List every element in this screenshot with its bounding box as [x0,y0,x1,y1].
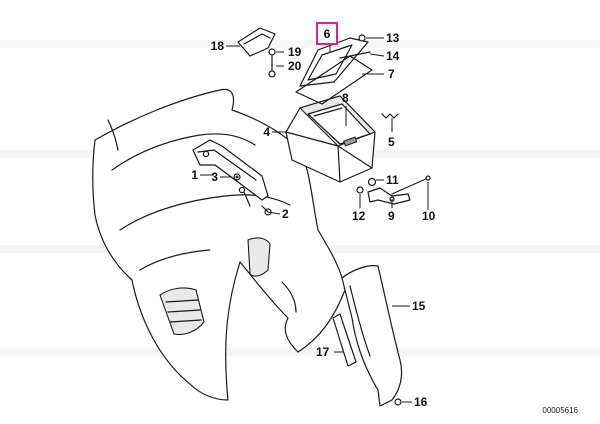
rod-part-10 [391,175,431,195]
lever-part-9 [367,187,411,205]
strip-part-17 [332,313,357,367]
callout-3[interactable]: 3 [211,170,218,184]
callout-13[interactable]: 13 [386,31,400,45]
bolt-part-13 [358,34,366,42]
trim-panel-part-15 [341,265,403,407]
callout-5[interactable]: 5 [388,135,395,149]
spring-part-5 [381,113,399,119]
callout-20[interactable]: 20 [288,59,302,73]
callout-6[interactable]: 6 [324,27,331,41]
washer-part-14 [339,51,371,59]
callout-8[interactable]: 8 [342,91,349,105]
leader-lines [200,37,429,403]
callout-10[interactable]: 10 [422,209,436,223]
fairing-side-panel [92,88,346,401]
callout-7[interactable]: 7 [388,67,395,81]
screw-part-19 [268,48,276,56]
box-insert-part-8 [307,103,371,147]
lid-part-6 [299,37,369,87]
bolt-part-20 [268,55,276,78]
callout-15[interactable]: 15 [412,299,426,313]
callout-16[interactable]: 16 [414,395,428,409]
highlight-box-part-6 [316,22,338,45]
callout-14[interactable]: 14 [386,49,400,63]
callout-4[interactable]: 4 [263,125,270,139]
bracket-part-1 [192,139,269,207]
callout-11[interactable]: 11 [386,173,399,187]
callout-19[interactable]: 19 [288,45,302,59]
seal-part-7 [295,55,373,105]
callout-2[interactable]: 2 [282,207,289,221]
callout-18[interactable]: 18 [211,39,225,53]
callout-1[interactable]: 1 [191,168,198,182]
callout-9[interactable]: 9 [388,209,395,223]
callout-labels: 1 2 3 4 5 6 7 8 9 10 11 12 13 14 15 16 1… [191,22,436,409]
nut-part-3 [233,173,241,181]
document-number: 00005616 [542,406,578,415]
bushing-part-11 [367,177,377,187]
screw-part-16 [394,398,402,406]
nut-part-12 [356,186,364,194]
clip-part-18 [237,27,276,57]
callout-12[interactable]: 12 [352,209,366,223]
callout-17[interactable]: 17 [316,345,330,359]
